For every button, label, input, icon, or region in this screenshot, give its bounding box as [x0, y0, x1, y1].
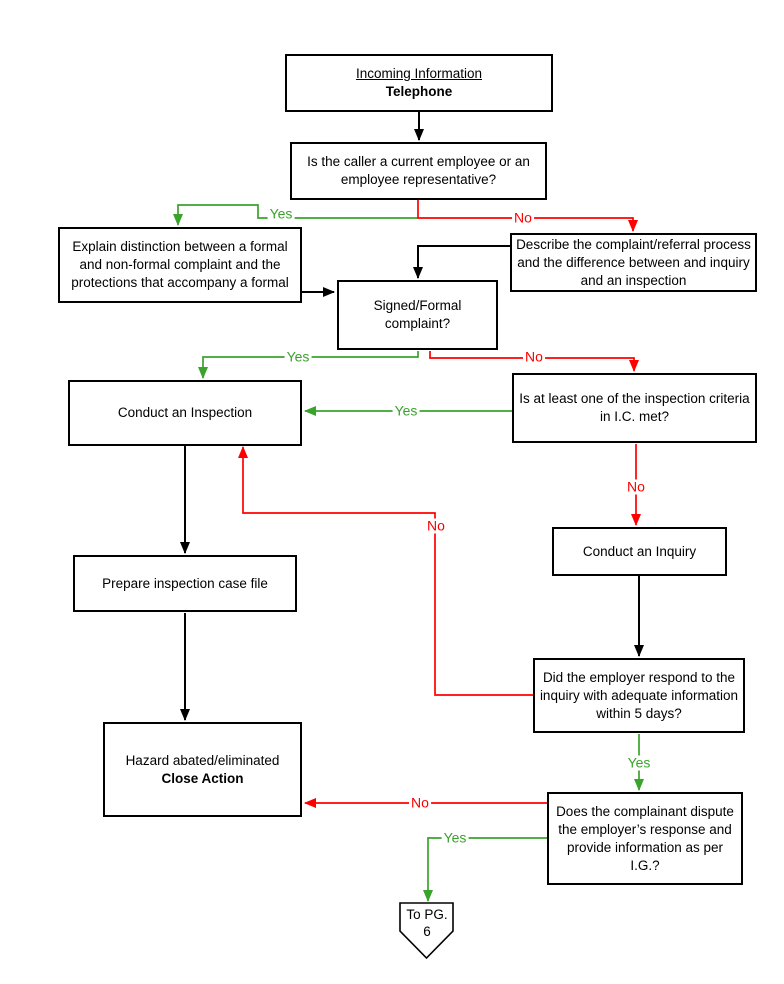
connector-employer-no-to-inspection	[238, 446, 533, 696]
conduct-inspection-text: Conduct an Inspection	[117, 405, 253, 420]
connector-describe-to-signed	[413, 245, 510, 279]
edge-label-dispute-no: No	[409, 794, 431, 811]
signed-formal-text: Signed/Formal complaint?	[373, 298, 462, 331]
hazard-abated-line2: Close Action	[161, 770, 244, 786]
node-conduct-inquiry: Conduct an Inquiry	[552, 527, 727, 576]
criteria-met-text: Is at least one of the inspection criter…	[519, 391, 750, 424]
describe-text: Describe the complaint/referral process …	[516, 236, 751, 288]
hazard-abated-line1: Hazard abated/eliminated	[125, 752, 280, 768]
node-signed-formal-question: Signed/Formal complaint?	[337, 280, 498, 350]
is-caller-text: Is the caller a current employee or an e…	[307, 154, 530, 187]
edge-label-signed-yes: Yes	[284, 348, 312, 365]
incoming-title: Incoming Information	[355, 66, 483, 81]
node-describe-process: Describe the complaint/referral process …	[510, 233, 757, 292]
offpage-connector-label: To PG. 6	[400, 906, 454, 940]
offpage-line1: To PG.	[406, 907, 448, 922]
node-hazard-abated-close-action: Hazard abated/eliminated Close Action	[103, 722, 302, 817]
conduct-inquiry-text: Conduct an Inquiry	[582, 543, 697, 559]
edge-label-employer-no: No	[425, 517, 447, 534]
edge-label-iscaller-no: No	[512, 209, 534, 226]
edge-label-signed-no: No	[523, 348, 545, 365]
node-complainant-dispute-question: Does the complainant dispute the employe…	[547, 792, 743, 885]
prepare-case-file-text: Prepare inspection case file	[102, 575, 268, 591]
connector-iscaller-yes-to-explain	[173, 204, 418, 226]
node-employer-respond-question: Did the employer respond to the inquiry …	[533, 658, 745, 733]
explain-text: Explain distinction between a formal and…	[71, 239, 289, 290]
node-is-caller-question: Is the caller a current employee or an e…	[290, 142, 547, 200]
node-incoming-information: Incoming Information Telephone	[285, 54, 553, 112]
node-criteria-met-question: Is at least one of the inspection criter…	[512, 373, 757, 443]
offpage-line2: 6	[423, 924, 431, 939]
offpage-connector-shape	[399, 902, 454, 960]
complainant-dispute-text: Does the complainant dispute the employe…	[556, 803, 734, 873]
edge-label-iscaller-yes: Yes	[267, 205, 295, 222]
edge-label-criteria-yes: Yes	[392, 402, 420, 419]
edge-label-criteria-no: No	[625, 478, 647, 495]
node-prepare-case-file: Prepare inspection case file	[73, 555, 297, 612]
connector-dispute-yes-to-offpage	[423, 837, 547, 902]
employer-respond-text: Did the employer respond to the inquiry …	[539, 669, 739, 721]
edge-label-dispute-yes: Yes	[441, 829, 469, 846]
node-conduct-inspection: Conduct an Inspection	[68, 380, 302, 446]
edge-label-employer-yes: Yes	[625, 754, 653, 771]
incoming-subtitle: Telephone	[385, 84, 453, 99]
node-explain-distinction: Explain distinction between a formal and…	[58, 227, 302, 303]
